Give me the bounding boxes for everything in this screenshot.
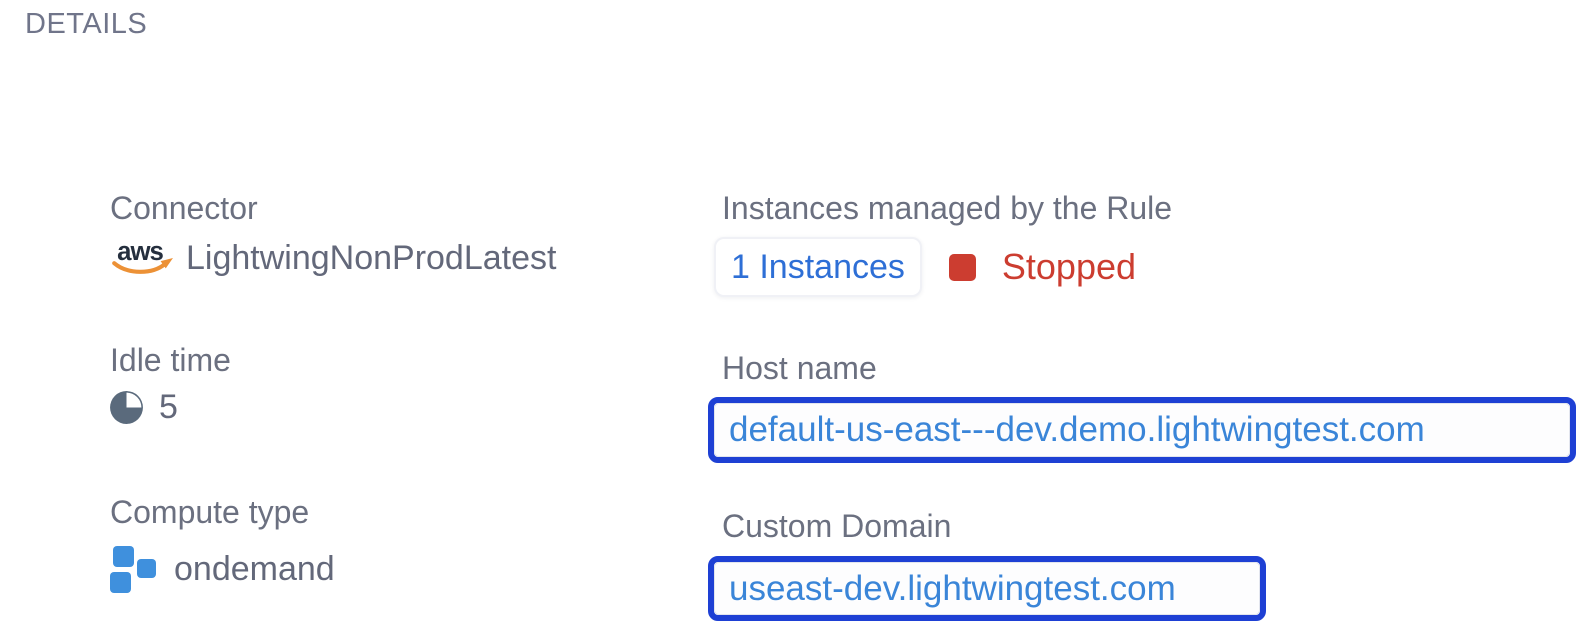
compute-type-label: Compute type bbox=[110, 494, 310, 530]
connector-label: Connector bbox=[110, 190, 258, 226]
instances-label: Instances managed by the Rule bbox=[722, 190, 1173, 226]
host-name-box-inner: default-us-east---dev.demo.lightwingtest… bbox=[714, 403, 1570, 457]
host-name-link[interactable]: default-us-east---dev.demo.lightwingtest… bbox=[729, 410, 1425, 449]
idle-time-label: Idle time bbox=[110, 342, 231, 378]
compute-blocks-icon bbox=[110, 546, 156, 593]
connector-value: LightwingNonProdLatest bbox=[186, 238, 557, 277]
aws-icon-text: aws bbox=[117, 238, 163, 266]
status-text: Stopped bbox=[1001, 246, 1137, 287]
compute-type-value: ondemand bbox=[174, 549, 335, 588]
section-title: DETAILS bbox=[25, 8, 148, 40]
aws-icon: aws bbox=[112, 238, 173, 274]
instances-count-link[interactable]: 1 Instances bbox=[714, 237, 922, 297]
compute-type-value-row: ondemand bbox=[108, 543, 335, 595]
custom-domain-label: Custom Domain bbox=[722, 508, 952, 544]
instances-value-row: 1 Instances Stopped bbox=[714, 237, 1136, 297]
idle-time-value: 5 bbox=[159, 388, 178, 426]
host-name-label: Host name bbox=[722, 350, 877, 386]
status-stopped-icon bbox=[948, 253, 976, 281]
idle-time-value-row: 5 bbox=[108, 388, 178, 427]
idle-time-pie-icon bbox=[110, 391, 143, 424]
custom-domain-box-inner: useast-dev.lightwingtest.com bbox=[714, 562, 1260, 615]
connector-value-row: aws LightwingNonProdLatest bbox=[108, 236, 556, 280]
host-name-box: default-us-east---dev.demo.lightwingtest… bbox=[708, 397, 1576, 463]
custom-domain-link[interactable]: useast-dev.lightwingtest.com bbox=[729, 568, 1176, 608]
custom-domain-box: useast-dev.lightwingtest.com bbox=[708, 556, 1266, 621]
